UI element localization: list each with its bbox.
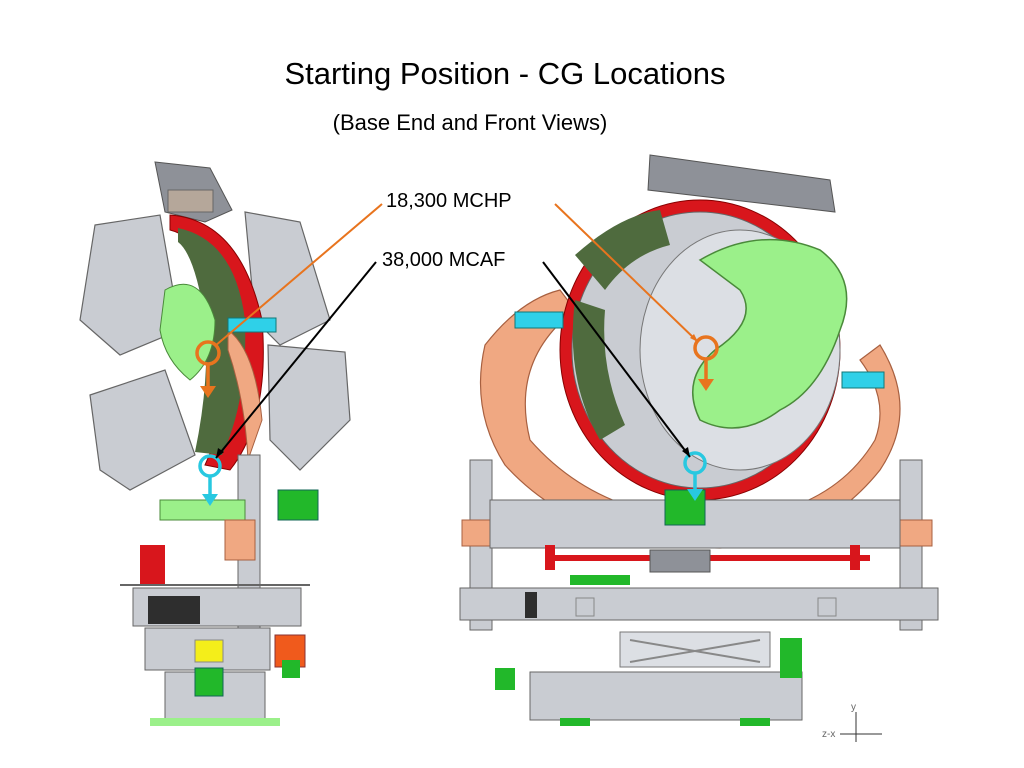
front-view bbox=[459, 154, 939, 726]
callout-mcaf: 38,000 MCAF bbox=[380, 249, 508, 272]
page-subtitle: (Base End and Front Views) bbox=[332, 110, 608, 135]
leader-lines bbox=[214, 203, 699, 459]
cg-marker-mchp-right bbox=[693, 335, 719, 391]
axis-triad: y z-x bbox=[822, 702, 882, 742]
axis-label-y: y bbox=[851, 702, 856, 713]
base-end-view bbox=[79, 161, 351, 726]
cg-marker-mcaf-right bbox=[683, 451, 707, 501]
cg-marker-mchp-left bbox=[195, 340, 221, 398]
cg-marker-mcaf-left bbox=[198, 454, 222, 506]
callout-mchp: 18,300 MCHP bbox=[384, 190, 514, 213]
axis-label-zx: z-x bbox=[822, 729, 835, 740]
page-title: Starting Position - CG Locations bbox=[284, 56, 726, 91]
